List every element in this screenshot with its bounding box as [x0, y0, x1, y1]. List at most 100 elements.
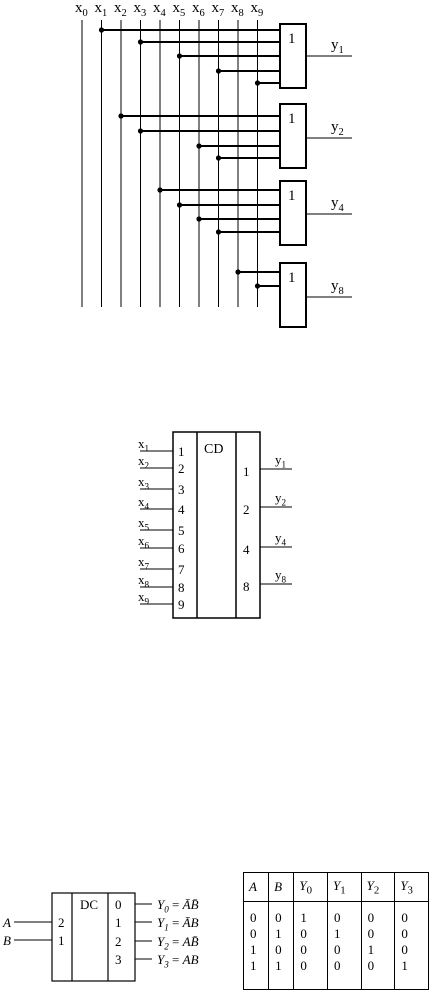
cd-input-pin-7: 7 — [178, 562, 185, 577]
input-label-x4: x4 — [153, 0, 167, 19]
truth-cell-Y2-0: 0 — [367, 910, 375, 925]
output-label-y8: y8 — [331, 278, 344, 297]
truth-cell-Y2-1: 0 — [367, 926, 375, 941]
truth-cell-B-1: 1 — [275, 926, 282, 941]
gate-symbol-y1: 1 — [288, 31, 296, 47]
cd-output-pin-1: 1 — [243, 464, 250, 479]
cd-input-label-x6: x6 — [138, 533, 150, 551]
input-label-x2: x2 — [114, 0, 127, 19]
input-label-x0: x0 — [75, 0, 88, 19]
junction-dot-y4-x7 — [215, 229, 222, 235]
junction-dot-y2-x3 — [137, 128, 144, 134]
truth-cell-B-0: 0 — [275, 910, 282, 925]
junction-dot-y2-x2 — [118, 113, 124, 119]
cd-output-label-y1: y1 — [275, 452, 286, 470]
cd-output-pin-4: 4 — [243, 542, 250, 557]
truth-cell-Y2-2: 1 — [367, 942, 375, 957]
or-gate-y4 — [279, 180, 307, 246]
cd-output-label-y2: y2 — [275, 490, 287, 508]
cd-input-label-x3: x3 — [138, 474, 150, 492]
cd-input-pin-9: 9 — [178, 597, 185, 612]
truth-cell-B-2: 0 — [275, 942, 282, 957]
output-label-y1: y1 — [331, 37, 344, 56]
junction-dot-y2-x7 — [215, 155, 222, 161]
input-label-x3: x3 — [134, 0, 147, 19]
input-label-x9: x9 — [251, 0, 264, 19]
cd-output-pin-8: 8 — [243, 579, 250, 594]
junction-dot-y1-x5 — [176, 53, 183, 59]
cd-input-label-x8: x8 — [138, 572, 150, 590]
truth-cell-Y3-3: 1 — [401, 958, 408, 973]
truth-cell-Y0-3: 0 — [300, 958, 307, 973]
truth-cell-Y1-2: 0 — [334, 942, 341, 957]
cd-output-label-y8: y8 — [275, 567, 287, 585]
cd-output-pin-2: 2 — [243, 502, 250, 517]
output-label-y2: y2 — [331, 119, 344, 138]
cd-input-pin-6: 6 — [178, 541, 185, 556]
dc-output-pin-3: 3 — [115, 952, 122, 967]
junction-dot-y4-x5 — [176, 202, 183, 208]
junction-dot-y8-x8 — [235, 269, 241, 275]
truth-cell-Y3-1: 0 — [401, 926, 408, 941]
cd-input-label-x5: x5 — [138, 515, 150, 533]
cd-output-label-y4: y4 — [275, 530, 287, 548]
truth-cell-Y1-1: 1 — [334, 926, 341, 941]
dc-output-pin-1: 1 — [115, 915, 122, 930]
dc-output-eq-Y2: Y2 = AB̄ — [157, 934, 199, 952]
gate-symbol-y2: 1 — [288, 111, 296, 127]
dc-output-pin-2: 2 — [115, 934, 122, 949]
dc-output-pin-0: 0 — [115, 897, 122, 912]
cd-input-label-x7: x7 — [138, 554, 150, 572]
cd-input-pin-4: 4 — [178, 502, 185, 517]
input-label-x7: x7 — [212, 0, 225, 19]
truth-cell-Y0-1: 0 — [300, 926, 307, 941]
truth-header-Y0: Y0 — [293, 872, 328, 902]
truth-cell-Y0-2: 0 — [300, 942, 307, 957]
junction-dot-y4-x6 — [196, 216, 202, 222]
truth-cell-A-1: 0 — [250, 926, 257, 941]
truth-cell-Y3-0: 0 — [401, 910, 408, 925]
dc-input-pin-1: 1 — [58, 933, 65, 948]
input-label-x1: x1 — [95, 0, 108, 19]
dc-output-eq-Y1: Y1 = ĀB — [157, 915, 199, 933]
or-gate-y2 — [279, 103, 307, 169]
or-gate-y8 — [279, 262, 307, 328]
or-gate-y1 — [279, 23, 307, 89]
dc-title: DC — [80, 897, 98, 912]
truth-cell-B-3: 1 — [275, 958, 282, 973]
cd-input-pin-8: 8 — [178, 580, 185, 595]
cd-input-label-x9: x9 — [138, 589, 150, 607]
input-label-x8: x8 — [231, 0, 244, 19]
cd-input-label-x2: x2 — [138, 453, 150, 471]
cd-title: CD — [204, 442, 223, 457]
cd-input-label-x4: x4 — [138, 494, 150, 512]
truth-cell-Y1-0: 0 — [334, 910, 341, 925]
cd-input-pin-1: 1 — [178, 444, 185, 459]
truth-cell-Y1-3: 0 — [334, 958, 341, 973]
dc-output-eq-Y3: Y3 = AB — [157, 952, 199, 970]
junction-dot-y1-x1 — [98, 27, 105, 33]
truth-cell-Y3-2: 0 — [401, 942, 408, 957]
gate-symbol-y8: 1 — [288, 270, 296, 286]
truth-cell-Y0-0: 1 — [300, 910, 307, 925]
dc-input-label-B: B — [3, 933, 11, 948]
truth-header-B: B — [268, 872, 295, 902]
truth-header-Y3: Y3 — [394, 872, 429, 902]
dc-input-label-A: A — [2, 915, 11, 930]
truth-cell-A-0: 0 — [250, 910, 257, 925]
truth-header-Y2: Y2 — [360, 872, 396, 902]
dc-body — [51, 892, 136, 982]
input-label-x5: x5 — [173, 0, 186, 19]
truth-cell-A-3: 1 — [250, 958, 257, 973]
